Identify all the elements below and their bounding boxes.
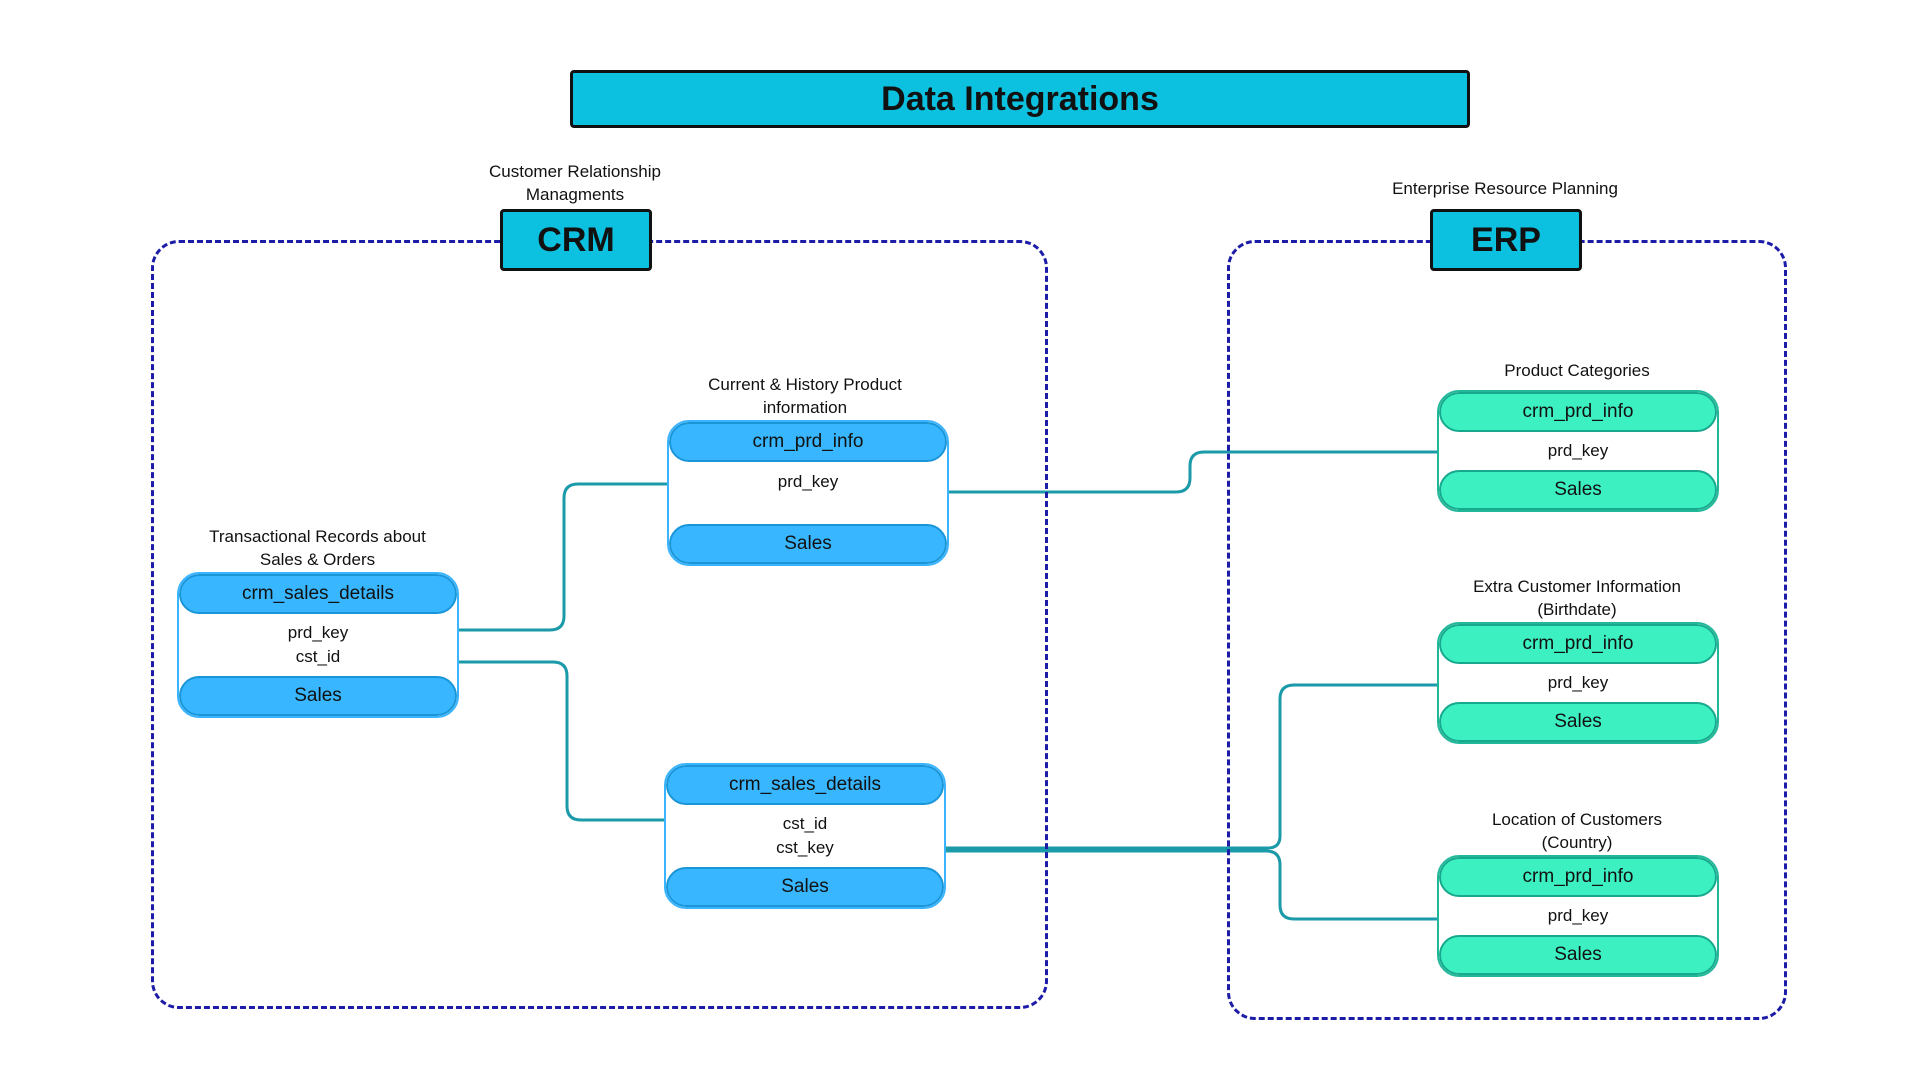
table-fields: prd_key bbox=[1439, 432, 1717, 470]
connector-sales-to-sales-details bbox=[458, 660, 665, 822]
crm-sales-details-table-2[interactable]: crm_sales_details cst_id cst_key Sales bbox=[664, 763, 946, 909]
table-footer[interactable]: Sales bbox=[669, 524, 947, 564]
erp-product-categories-table[interactable]: crm_prd_info prd_key Sales bbox=[1437, 390, 1719, 512]
connector-prd-info-to-product-categories bbox=[946, 450, 1438, 494]
connector-sales-details-to-location bbox=[944, 849, 1438, 921]
table-fields: prd_key cst_id bbox=[179, 614, 457, 676]
crm-table-0-caption: Transactional Records about Sales & Orde… bbox=[209, 527, 426, 569]
table-footer[interactable]: Sales bbox=[1439, 470, 1717, 510]
field-cst-id: cst_id bbox=[295, 647, 341, 666]
erp-table-1-caption: Extra Customer Information (Birthdate) bbox=[1473, 577, 1681, 619]
connector-sales-details-to-customer-info bbox=[944, 683, 1438, 850]
crm-label: CRM bbox=[500, 209, 652, 271]
crm-prd-info-table[interactable]: crm_prd_info prd_key Sales bbox=[667, 420, 949, 566]
crm-caption: Customer Relationship Managments bbox=[489, 162, 661, 204]
field-prd-key: prd_key bbox=[287, 623, 349, 642]
table-fields: cst_id cst_key bbox=[666, 805, 944, 867]
erp-location-table[interactable]: crm_prd_info prd_key Sales bbox=[1437, 855, 1719, 977]
table-footer[interactable]: Sales bbox=[666, 867, 944, 907]
table-footer[interactable]: Sales bbox=[1439, 702, 1717, 742]
table-footer[interactable]: Sales bbox=[1439, 935, 1717, 975]
field-prd-key: prd_key bbox=[777, 472, 839, 491]
table-header[interactable]: crm_prd_info bbox=[1439, 624, 1717, 664]
table-header[interactable]: crm_prd_info bbox=[1439, 392, 1717, 432]
erp-caption: Enterprise Resource Planning bbox=[1392, 179, 1618, 198]
table-fields: prd_key bbox=[1439, 897, 1717, 935]
crm-table-1-caption: Current & History Product information bbox=[708, 375, 902, 417]
table-header[interactable]: crm_prd_info bbox=[669, 422, 947, 462]
erp-table-0-caption: Product Categories bbox=[1504, 361, 1650, 380]
table-header[interactable]: crm_prd_info bbox=[1439, 857, 1717, 897]
erp-table-2-caption: Location of Customers (Country) bbox=[1491, 810, 1663, 852]
page-title: Data Integrations bbox=[570, 70, 1470, 128]
table-fields: prd_key bbox=[1439, 664, 1717, 702]
crm-sales-details-table[interactable]: crm_sales_details prd_key cst_id Sales bbox=[177, 572, 459, 718]
erp-customer-info-table[interactable]: crm_prd_info prd_key Sales bbox=[1437, 622, 1719, 744]
table-footer[interactable]: Sales bbox=[179, 676, 457, 716]
field-cst-id: cst_id bbox=[782, 814, 828, 833]
erp-label: ERP bbox=[1430, 209, 1582, 271]
table-fields: prd_key bbox=[669, 462, 947, 524]
field-prd-key: prd_key bbox=[1547, 673, 1609, 692]
field-prd-key: prd_key bbox=[1547, 441, 1609, 460]
table-header[interactable]: crm_sales_details bbox=[666, 765, 944, 805]
field-cst-key: cst_key bbox=[776, 838, 834, 857]
connector-sales-to-prd-info bbox=[458, 482, 668, 632]
field-prd-key: prd_key bbox=[1547, 906, 1609, 925]
table-header[interactable]: crm_sales_details bbox=[179, 574, 457, 614]
